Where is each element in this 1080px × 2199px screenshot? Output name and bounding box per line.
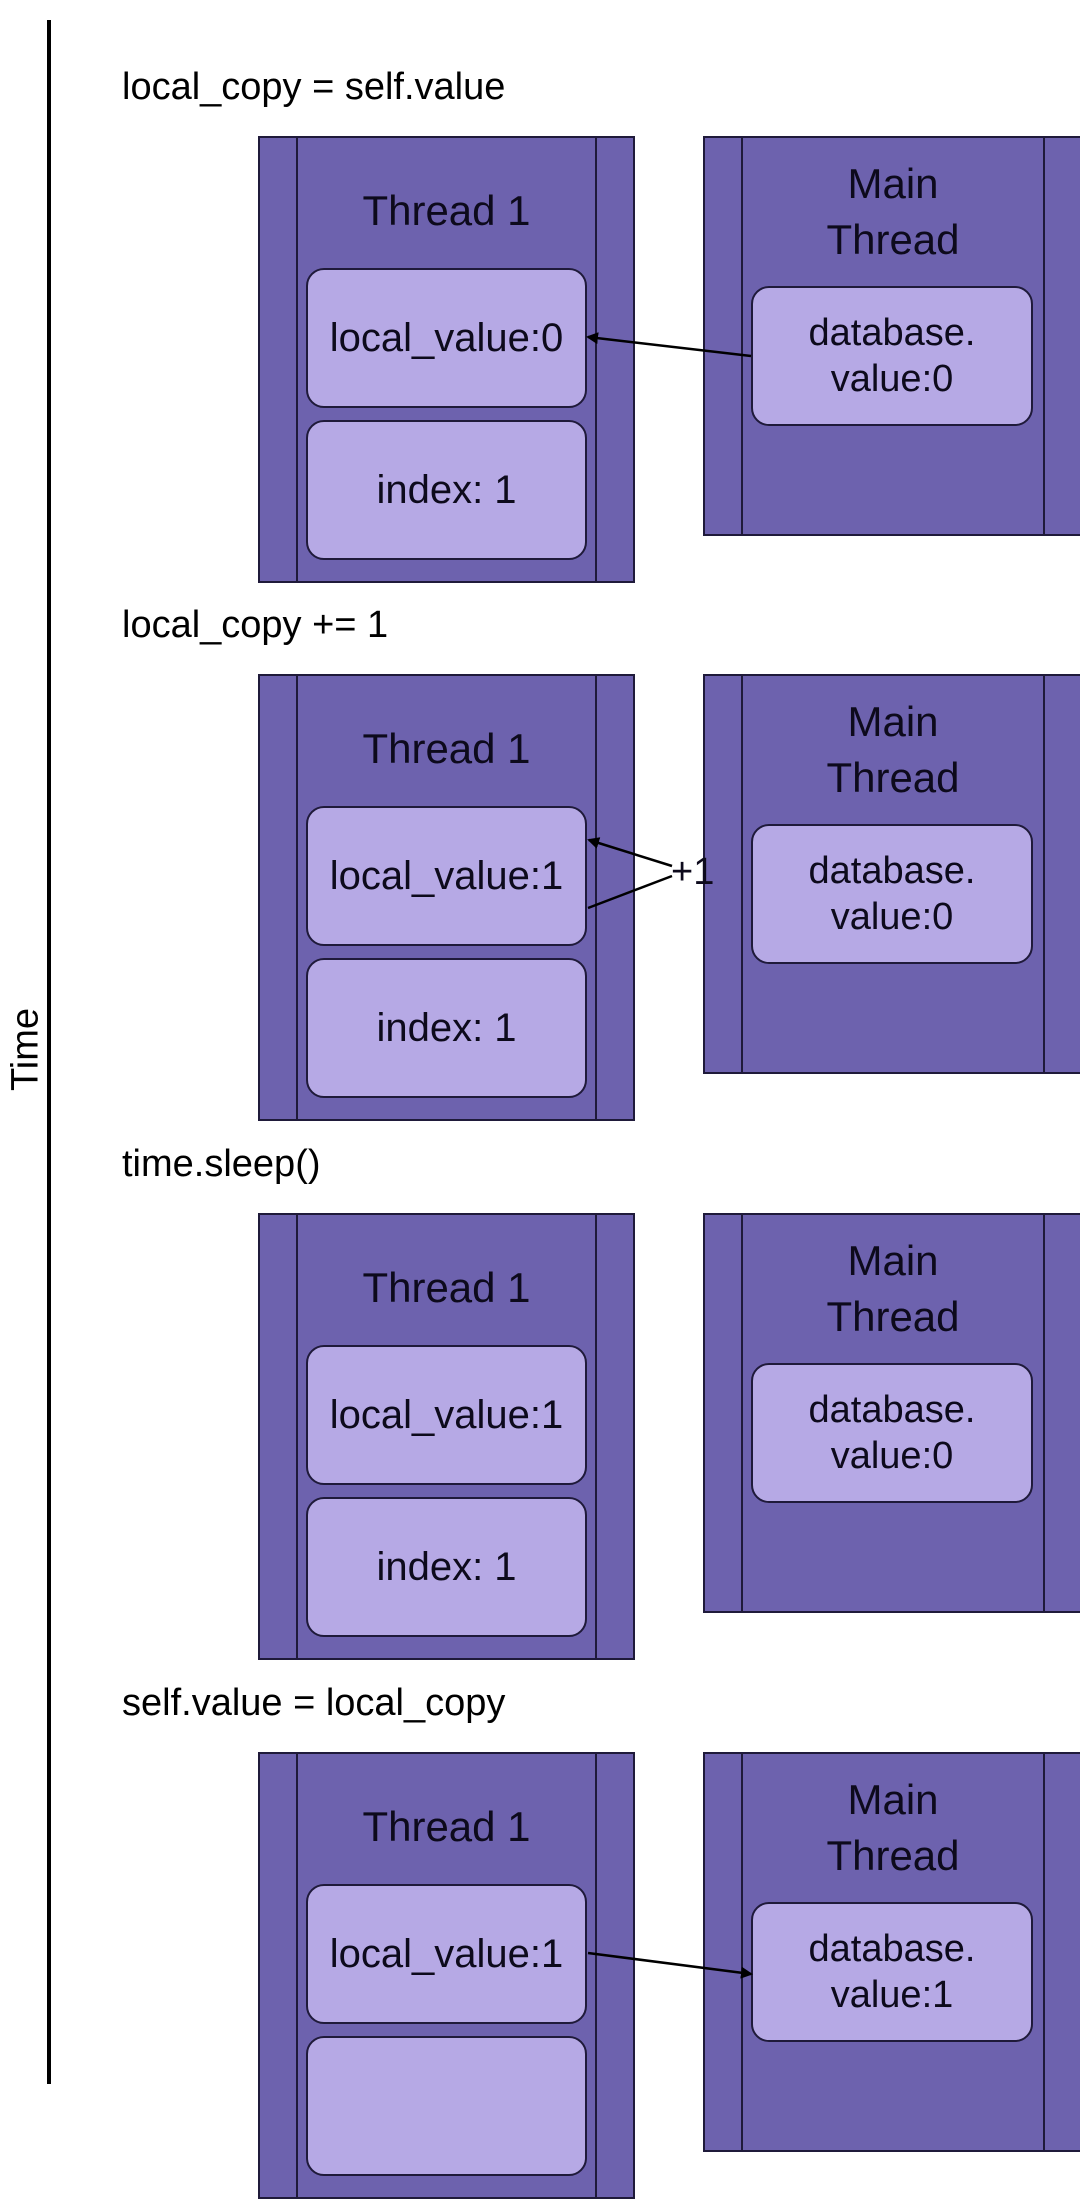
main-thread-title: Main Thread [826,1776,960,1879]
thread1-title: Thread 1 [362,187,531,234]
local-value-cell: local_value:1 [306,806,587,946]
database-value-cell: database. value:0 [751,1363,1033,1503]
thread1-title: Thread 1 [362,1264,531,1311]
database-value-cell: database. value:0 [751,824,1033,964]
main-thread-panel-step1: Main Thread database. value:0 [703,136,1080,536]
thread1-panel-step1: Thread 1 local_value:0 index: 1 [258,136,635,583]
main-thread-title: Main Thread [826,1237,960,1340]
step-label-write: self.value = local_copy [122,1682,506,1724]
thread-timeline-diagram: Time local_copy = self.value Thread 1 lo… [4,20,1080,2199]
index-cell: index: 1 [306,1497,587,1637]
local-value-cell: local_value:1 [306,1345,587,1485]
step-label-increment: local_copy += 1 [122,604,389,646]
main-thread-panel-step4: Main Thread database. value:1 [703,1752,1080,2152]
main-thread-panel-step2: Main Thread database. value:0 [703,674,1080,1074]
main-thread-title: Main Thread [826,160,960,263]
database-value-cell: database. value:1 [751,1902,1033,2042]
step-label-sleep: time.sleep() [122,1143,321,1185]
thread1-title: Thread 1 [362,725,531,772]
time-axis-label: Time [4,1007,47,1092]
index-cell: index: 1 [306,958,587,1098]
main-thread-panel-step3: Main Thread database. value:0 [703,1213,1080,1613]
database-value-cell: database. value:0 [751,286,1033,426]
thread1-panel-step2: Thread 1 local_value:1 index: 1 [258,674,635,1121]
index-cell: index: 1 [306,420,587,560]
thread1-panel-step4: Thread 1 local_value:1 [258,1752,635,2199]
increment-label: +1 [671,851,715,893]
local-value-cell: local_value:1 [306,1884,587,2024]
step-label-read: local_copy = self.value [122,66,506,108]
time-axis-line [47,20,51,2084]
local-value-cell: local_value:0 [306,268,587,408]
thread1-title: Thread 1 [362,1803,531,1850]
main-thread-title: Main Thread [826,698,960,801]
index-cell [306,2036,587,2176]
thread1-panel-step3: Thread 1 local_value:1 index: 1 [258,1213,635,1660]
